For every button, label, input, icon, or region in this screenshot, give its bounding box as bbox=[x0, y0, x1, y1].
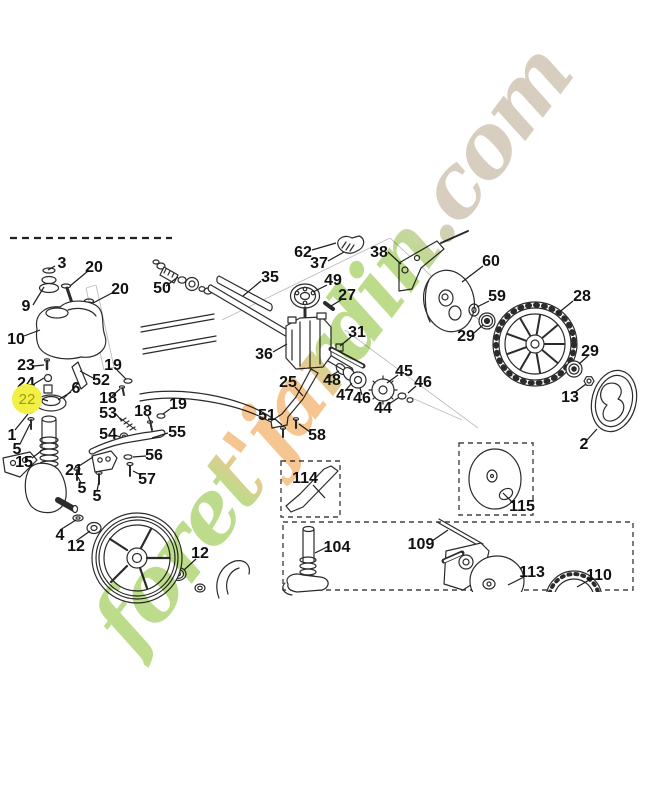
part-callout-15[interactable]: 15 bbox=[15, 454, 33, 471]
part-callout-46[interactable]: 46 bbox=[414, 374, 432, 391]
part-callout-60[interactable]: 60 bbox=[482, 253, 500, 270]
part-callout-48[interactable]: 48 bbox=[323, 372, 341, 389]
part-callout-19[interactable]: 19 bbox=[104, 357, 122, 374]
part-callout-20[interactable]: 20 bbox=[85, 259, 103, 276]
part-callout-29[interactable]: 29 bbox=[457, 328, 475, 345]
part-callout-57[interactable]: 57 bbox=[138, 471, 156, 488]
part-callout-19[interactable]: 19 bbox=[169, 396, 187, 413]
part-callout-38[interactable]: 38 bbox=[370, 244, 388, 261]
part-callout-51[interactable]: 51 bbox=[258, 407, 276, 424]
part-callout-21[interactable]: 21 bbox=[65, 462, 83, 479]
part-callout-18[interactable]: 18 bbox=[99, 390, 117, 407]
part-callout-27[interactable]: 27 bbox=[338, 287, 356, 304]
part-callout-23[interactable]: 23 bbox=[17, 357, 35, 374]
part-callout-4[interactable]: 4 bbox=[55, 527, 65, 544]
option-boxes bbox=[280, 442, 634, 591]
part-callout-10[interactable]: 10 bbox=[7, 331, 25, 348]
part-callout-13[interactable]: 13 bbox=[561, 389, 579, 406]
part-callout-55[interactable]: 55 bbox=[168, 424, 186, 441]
part-callout-62[interactable]: 62 bbox=[294, 244, 312, 261]
part-callout-37[interactable]: 37 bbox=[310, 255, 328, 272]
part-callout-35[interactable]: 35 bbox=[261, 269, 279, 286]
part-callout-22[interactable]: 22 bbox=[12, 384, 42, 414]
part-callout-12[interactable]: 12 bbox=[191, 545, 209, 562]
part-callout-53[interactable]: 53 bbox=[99, 405, 117, 422]
part-callout-104[interactable]: 104 bbox=[323, 539, 351, 556]
part-callout-2[interactable]: 2 bbox=[579, 436, 589, 453]
part-callout-46[interactable]: 46 bbox=[353, 390, 371, 407]
part-callout-36[interactable]: 36 bbox=[255, 346, 273, 363]
part-callout-114[interactable]: 114 bbox=[292, 470, 318, 487]
part-callout-52[interactable]: 52 bbox=[92, 372, 110, 389]
parts-drawings bbox=[2, 230, 638, 604]
part-callout-110[interactable]: 110 bbox=[586, 567, 612, 584]
part-callout-113[interactable]: 113 bbox=[519, 564, 545, 581]
part-callout-109[interactable]: 109 bbox=[407, 536, 435, 553]
part-callout-9[interactable]: 9 bbox=[21, 298, 31, 315]
part-callout-47[interactable]: 47 bbox=[336, 387, 354, 404]
part-callout-56[interactable]: 56 bbox=[145, 447, 163, 464]
part-callout-31[interactable]: 31 bbox=[348, 324, 366, 341]
part-callout-3[interactable]: 3 bbox=[57, 255, 67, 272]
part-callout-49[interactable]: 49 bbox=[324, 272, 342, 289]
part-callout-6[interactable]: 6 bbox=[71, 380, 81, 397]
part-callout-29[interactable]: 29 bbox=[581, 343, 599, 360]
part-callout-28[interactable]: 28 bbox=[573, 288, 591, 305]
part-callout-5[interactable]: 5 bbox=[77, 480, 87, 497]
part-callout-25[interactable]: 25 bbox=[279, 374, 297, 391]
leader-lines bbox=[14, 242, 598, 588]
part-callout-5[interactable]: 5 bbox=[92, 488, 102, 505]
part-callout-115[interactable]: 115 bbox=[509, 498, 535, 515]
part-callout-5[interactable]: 5 bbox=[12, 441, 22, 458]
part-callout-54[interactable]: 54 bbox=[99, 426, 117, 443]
part-callout-58[interactable]: 58 bbox=[308, 427, 326, 444]
part-callout-1[interactable]: 1 bbox=[7, 427, 17, 444]
part-callout-59[interactable]: 59 bbox=[488, 288, 506, 305]
part-callout-20[interactable]: 20 bbox=[111, 281, 129, 298]
part-callout-45[interactable]: 45 bbox=[395, 363, 413, 380]
part-callout-18[interactable]: 18 bbox=[134, 403, 152, 420]
part-callout-50[interactable]: 50 bbox=[153, 280, 171, 297]
part-callout-44[interactable]: 44 bbox=[374, 400, 392, 417]
part-callout-12[interactable]: 12 bbox=[67, 538, 85, 555]
